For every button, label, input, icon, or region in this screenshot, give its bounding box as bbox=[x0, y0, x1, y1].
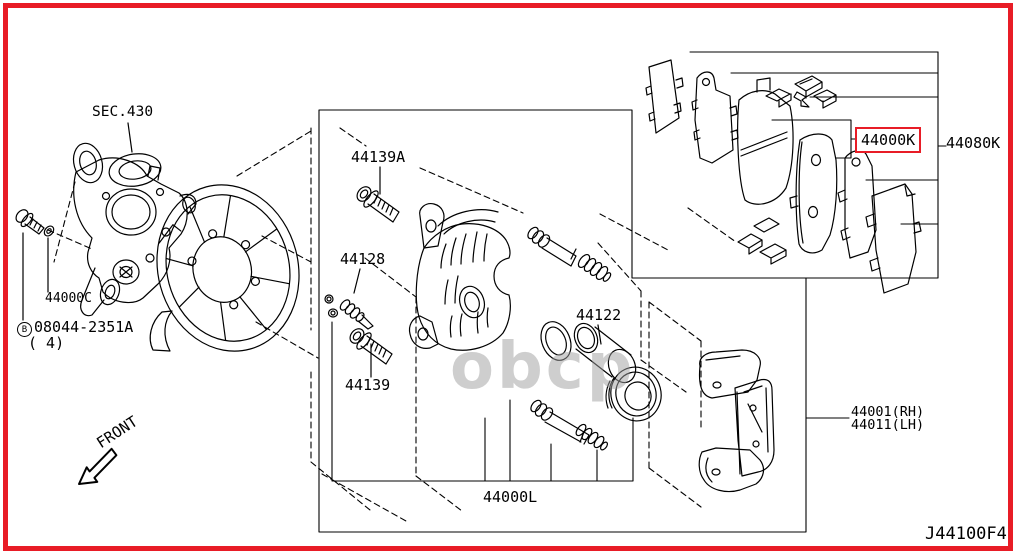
label-bolt-spec: 08044-2351A bbox=[34, 318, 134, 336]
label-44000c: 44000C bbox=[45, 291, 92, 306]
drawing-code: J44100F4 bbox=[925, 524, 1007, 544]
label-44128: 44128 bbox=[340, 250, 386, 268]
label-44000l: 44000L bbox=[483, 488, 538, 506]
label-bolt-spec-qty: ( 4) bbox=[28, 334, 65, 352]
label-44011-lh: 44011(LH) bbox=[851, 417, 925, 433]
bolt-spec-prefix-badge: B bbox=[17, 322, 32, 337]
group-boxes bbox=[318, 51, 947, 533]
knuckle-bolt-drawing bbox=[15, 209, 55, 237]
label-44000k: 44000K bbox=[861, 131, 916, 149]
leader-lines bbox=[22, 122, 602, 378]
label-44001-rh: 44001(RH) bbox=[851, 404, 925, 420]
label-sec430: SEC.430 bbox=[92, 104, 154, 120]
label-44080k: 44080K bbox=[946, 134, 1001, 152]
pad-kit-drawing bbox=[645, 59, 922, 294]
label-44139: 44139 bbox=[345, 376, 391, 394]
watermark-text: obcp bbox=[450, 330, 636, 404]
guide-pin-lower-drawing bbox=[530, 399, 608, 451]
piston-drawing bbox=[540, 321, 662, 422]
projection-lines bbox=[47, 127, 737, 522]
bleeder-valve-drawing bbox=[324, 294, 374, 330]
torque-member-drawing bbox=[698, 349, 775, 493]
label-44139a: 44139A bbox=[351, 148, 406, 166]
guide-pin-upper-drawing bbox=[527, 226, 612, 282]
label-44122: 44122 bbox=[576, 306, 622, 324]
guide-pin-bolt2-drawing bbox=[346, 325, 393, 365]
caliper-drawing bbox=[408, 203, 511, 351]
guide-pin-bolt-drawing bbox=[356, 186, 400, 223]
pad-set-highlight-box: 44000K bbox=[855, 127, 922, 153]
splash-shield-drawing bbox=[149, 184, 300, 352]
front-arrow-icon bbox=[78, 447, 118, 485]
knuckle-drawing bbox=[72, 142, 197, 317]
